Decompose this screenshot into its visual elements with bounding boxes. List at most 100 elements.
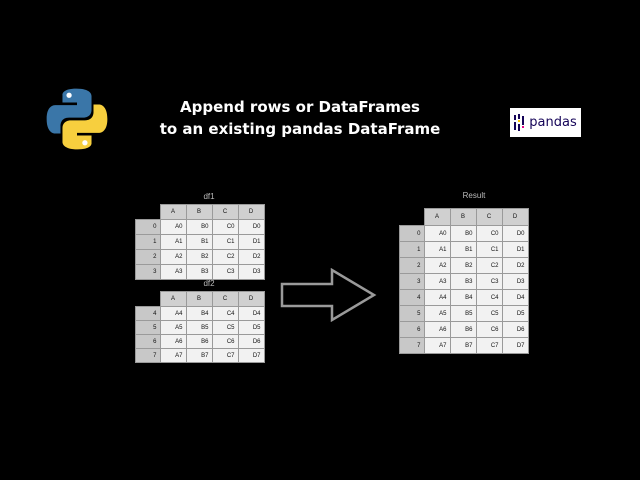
- row-index: 6: [135, 334, 161, 349]
- column-header: D: [237, 291, 265, 307]
- row-index: 2: [399, 257, 425, 274]
- table-cell: D3: [237, 264, 265, 280]
- table-cell: C7: [475, 337, 503, 354]
- column-header: D: [501, 208, 529, 226]
- row-index: 4: [135, 306, 161, 321]
- df1-caption: df1: [203, 192, 215, 201]
- row-index: 5: [399, 305, 425, 322]
- table-cell: B3: [449, 273, 477, 290]
- table-cell: D6: [237, 334, 265, 349]
- table-cell: A4: [423, 289, 451, 306]
- row-index: 0: [135, 219, 161, 235]
- right-arrow-icon: [280, 268, 377, 322]
- python-logo-icon: [46, 88, 108, 150]
- table-cell: B1: [449, 241, 477, 258]
- table-cell: D0: [501, 225, 529, 242]
- row-index: 4: [399, 289, 425, 306]
- corner-blank: [400, 209, 425, 226]
- table-cell: D2: [501, 257, 529, 274]
- table-cell: C5: [211, 320, 239, 335]
- table-cell: A7: [423, 337, 451, 354]
- table-cell: B7: [185, 348, 213, 363]
- table-cell: C3: [211, 264, 239, 280]
- column-header: A: [423, 208, 451, 226]
- table-cell: D6: [501, 321, 529, 338]
- table-cell: B7: [449, 337, 477, 354]
- corner-blank: [136, 205, 161, 220]
- table-cell: D5: [501, 305, 529, 322]
- table-cell: A2: [423, 257, 451, 274]
- table-cell: C6: [475, 321, 503, 338]
- table-cell: D3: [501, 273, 529, 290]
- df2-caption: df2: [203, 279, 215, 288]
- column-header: C: [475, 208, 503, 226]
- table-cell: A2: [159, 249, 187, 265]
- title-line-1: Append rows or DataFrames: [180, 98, 420, 116]
- table-cell: B5: [449, 305, 477, 322]
- table-cell: C0: [211, 219, 239, 235]
- table-cell: A3: [159, 264, 187, 280]
- table-cell: A4: [159, 306, 187, 321]
- table-cell: C4: [475, 289, 503, 306]
- row-index: 7: [399, 337, 425, 354]
- table-cell: C2: [211, 249, 239, 265]
- table-cell: B3: [185, 264, 213, 280]
- column-header: C: [211, 204, 239, 220]
- table-cell: C6: [211, 334, 239, 349]
- table-cell: B2: [449, 257, 477, 274]
- table-cell: A0: [159, 219, 187, 235]
- column-header: B: [185, 204, 213, 220]
- row-index: 1: [399, 241, 425, 258]
- table-cell: C3: [475, 273, 503, 290]
- table-cell: B2: [185, 249, 213, 265]
- table-cell: B6: [449, 321, 477, 338]
- column-header: B: [185, 291, 213, 307]
- column-header: D: [237, 204, 265, 220]
- column-header: B: [449, 208, 477, 226]
- table-cell: A6: [423, 321, 451, 338]
- table-cell: D4: [501, 289, 529, 306]
- row-index: 6: [399, 321, 425, 338]
- table-cell: A0: [423, 225, 451, 242]
- table-cell: C0: [475, 225, 503, 242]
- table-cell: C1: [211, 234, 239, 250]
- pandas-logo: pandas: [510, 108, 581, 137]
- table-cell: D7: [237, 348, 265, 363]
- table-cell: C4: [211, 306, 239, 321]
- column-header: A: [159, 204, 187, 220]
- table-cell: A5: [423, 305, 451, 322]
- table-cell: A6: [159, 334, 187, 349]
- table-cell: C5: [475, 305, 503, 322]
- table-cell: D1: [501, 241, 529, 258]
- table-cell: B4: [449, 289, 477, 306]
- table-cell: B0: [449, 225, 477, 242]
- table-cell: D0: [237, 219, 265, 235]
- row-index: 3: [399, 273, 425, 290]
- table-cell: A1: [159, 234, 187, 250]
- table-cell: B6: [185, 334, 213, 349]
- table-cell: D5: [237, 320, 265, 335]
- row-index: 7: [135, 348, 161, 363]
- page-title: Append rows or DataFrames to an existing…: [150, 96, 450, 140]
- table-cell: A1: [423, 241, 451, 258]
- row-index: 5: [135, 320, 161, 335]
